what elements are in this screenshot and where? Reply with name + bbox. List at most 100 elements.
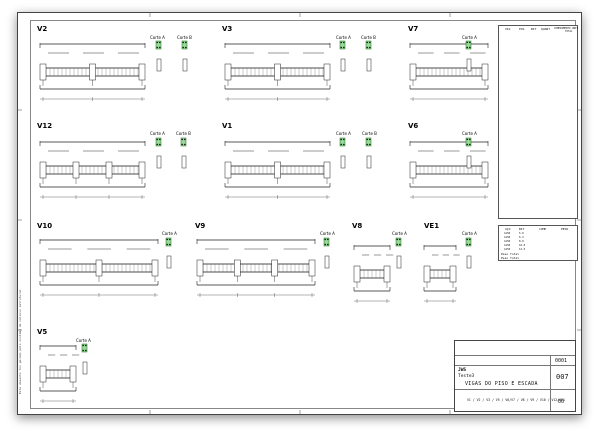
cut-label-v3-b: Corte B bbox=[361, 35, 376, 40]
project-name: Teste3 bbox=[458, 374, 475, 379]
ve1a-section bbox=[465, 237, 472, 247]
v8a-section-bar bbox=[399, 238, 401, 241]
v9a-section-bar bbox=[324, 243, 326, 246]
v6a-section-bar bbox=[469, 138, 471, 141]
steel-header-vig: VIG bbox=[505, 27, 511, 31]
v12b-section-bar bbox=[184, 143, 186, 146]
v10a-stirrup-shape bbox=[166, 255, 172, 269]
v2-support bbox=[89, 63, 96, 81]
steel-header-comp: COMPRIMENTO UNIT bbox=[554, 27, 579, 30]
beam-label-v1: V1 bbox=[222, 122, 233, 130]
v10-support bbox=[39, 259, 47, 277]
v9a-section-bar bbox=[327, 243, 329, 246]
v7a-section-bar bbox=[469, 41, 471, 44]
v7a-section bbox=[465, 40, 472, 50]
v1a-section-bar bbox=[343, 143, 345, 146]
v3a-section-bar bbox=[340, 41, 342, 44]
v3a-stirrup-shape bbox=[340, 58, 346, 72]
revision: 00 bbox=[558, 399, 565, 405]
v9-support bbox=[271, 259, 278, 277]
v1b-section-bar bbox=[366, 138, 368, 141]
v9a-section-bar bbox=[327, 238, 329, 241]
summary-cell: 5.0 bbox=[519, 232, 524, 235]
v8a-section-bar bbox=[396, 238, 398, 241]
v1-support bbox=[323, 161, 331, 179]
v5-support bbox=[69, 365, 77, 383]
v8a-section-bar bbox=[399, 243, 401, 246]
beam-label-v7: V7 bbox=[408, 25, 419, 33]
v3b-section-bar bbox=[366, 41, 368, 44]
ve1a-section-bar bbox=[469, 238, 471, 241]
beam-label-v3: V3 bbox=[222, 25, 233, 33]
v9-support bbox=[234, 259, 241, 277]
cut-label-v1-b: Corte B bbox=[362, 131, 377, 136]
v7-support bbox=[409, 63, 417, 81]
v10a-section-bar bbox=[169, 243, 171, 246]
v12a-section-bar bbox=[159, 143, 161, 146]
v10a-section-bar bbox=[169, 238, 171, 241]
summary-cell: 8.0 bbox=[519, 240, 524, 243]
project-code: JWS bbox=[458, 368, 467, 373]
v2-support bbox=[39, 63, 47, 81]
cut-label-v1-a: Corte A bbox=[336, 131, 351, 136]
v10a-section-bar bbox=[166, 238, 168, 241]
summary-total-label-1: Peso Total bbox=[501, 252, 520, 256]
summary-header-peso: PESO bbox=[561, 227, 569, 231]
v2b-section-bar bbox=[185, 41, 187, 44]
ve1a-section-bar bbox=[466, 243, 468, 246]
v10a-section bbox=[165, 237, 172, 247]
v12a-stirrup-shape bbox=[156, 155, 162, 169]
drawing-number: 007 bbox=[556, 373, 569, 381]
steel-summary-table: AÇO BIT COMP PESO Peso Total Peso Total … bbox=[498, 225, 578, 261]
v12-support bbox=[72, 161, 80, 179]
cut-label-ve1-a: Corte A bbox=[462, 231, 477, 236]
cut-label-v7-a: Corte A bbox=[462, 35, 477, 40]
v7a-section-bar bbox=[466, 46, 468, 49]
v1a-section-bar bbox=[340, 143, 342, 146]
summary-total-label-2: Peso Total bbox=[501, 256, 520, 260]
steel-header-total: TOTAL bbox=[565, 30, 573, 33]
v2a-section-bar bbox=[159, 46, 161, 49]
v8a-stirrup-shape bbox=[396, 255, 402, 269]
v2-support bbox=[138, 63, 146, 81]
v5a-section-bar bbox=[85, 349, 87, 352]
v1a-section-bar bbox=[340, 138, 342, 141]
steel-header-bit: BIT bbox=[531, 27, 537, 31]
v1a-section-bar bbox=[343, 138, 345, 141]
ve1a-section-bar bbox=[466, 238, 468, 241]
v1b-section-bar bbox=[369, 138, 371, 141]
v9-support bbox=[308, 259, 316, 277]
v3b-section-bar bbox=[369, 46, 371, 49]
v2b-section-bar bbox=[182, 41, 184, 44]
cut-label-v6-a: Corte A bbox=[462, 131, 477, 136]
v7a-stirrup-shape bbox=[466, 58, 472, 72]
v3b-section-bar bbox=[369, 41, 371, 44]
summary-header-aco: AÇO bbox=[505, 227, 511, 231]
v1b-section bbox=[365, 137, 372, 147]
ve1a-section-bar bbox=[469, 243, 471, 246]
v3a-section-bar bbox=[343, 46, 345, 49]
v3a-section-bar bbox=[343, 41, 345, 44]
v7-support bbox=[481, 63, 489, 81]
v9a-section-bar bbox=[324, 238, 326, 241]
v10-support bbox=[151, 259, 159, 277]
v8a-section-bar bbox=[396, 243, 398, 246]
v5a-section bbox=[81, 343, 88, 353]
beam-list: V1 / V2 / V3 / V5 / V6/V7 / V8 / V9 / V1… bbox=[467, 398, 565, 402]
summary-cell: CA50 bbox=[504, 248, 511, 251]
v6-support bbox=[481, 161, 489, 179]
beam-label-ve1: VE1 bbox=[424, 222, 440, 230]
summary-cell: 12.5 bbox=[519, 248, 526, 251]
v2b-stirrup-shape bbox=[182, 58, 188, 72]
v12b-section bbox=[180, 137, 187, 147]
summary-header-bit: BIT bbox=[519, 227, 525, 231]
v9a-section bbox=[323, 237, 330, 247]
cut-label-v12-a: Corte A bbox=[150, 131, 165, 136]
v7a-section-bar bbox=[469, 46, 471, 49]
v2b-section-bar bbox=[185, 46, 187, 49]
ve1a-stirrup-shape bbox=[466, 255, 472, 269]
cut-label-v10-a: Corte A bbox=[162, 231, 177, 236]
v5-support bbox=[39, 365, 47, 383]
beam-label-v9: V9 bbox=[195, 222, 206, 230]
steel-header-quant: QUANT bbox=[541, 27, 551, 31]
